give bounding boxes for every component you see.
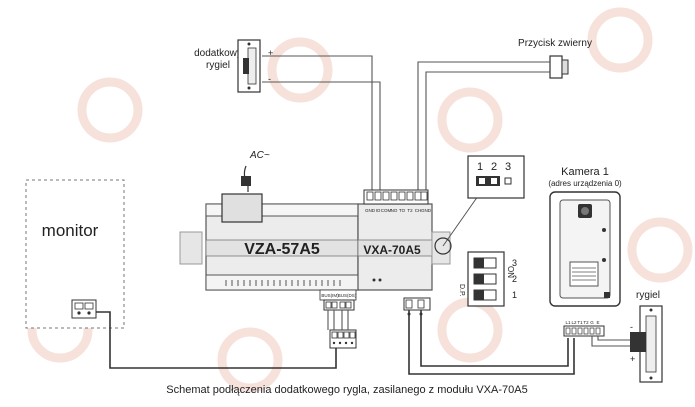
jumper-number-2: 2 — [491, 161, 497, 173]
control-module: GND IO COM NO TO T2 CH GND VXA-70A5 — [357, 189, 451, 291]
dip-dp-label: D.P. — [458, 284, 465, 297]
camera-terminal-5: G — [590, 320, 594, 325]
extra-lock-minus: - — [268, 74, 271, 84]
control-terminal-1: GND — [365, 208, 376, 213]
control-module-label: VXA-70A5 — [363, 243, 421, 257]
monitor-bus-wire — [96, 311, 337, 369]
jumper-number-3: 3 — [505, 161, 511, 173]
camera-title: Kamera 1 — [561, 166, 609, 178]
monitor-panel: monitor — [25, 179, 125, 329]
camera-subtitle: (adres urządzenia 0) — [548, 179, 622, 188]
camera-unit: Kamera 1 (adres urządzenia 0) — [548, 166, 622, 307]
psu-module-label: VZA-57A5 — [244, 241, 320, 258]
lock-label: rygiel — [636, 290, 660, 301]
lock-plus: + — [630, 354, 635, 364]
camera-terminals: L1 L2 T1 T2 G E — [563, 320, 630, 347]
dip-number-1: 1 — [512, 290, 517, 300]
control-terminal-5: TO — [399, 208, 406, 213]
jumper-zoom: 1 2 3 — [434, 155, 525, 255]
control-terminal-6: T2 — [407, 208, 413, 213]
door-button: Przycisk zwierny — [518, 38, 592, 79]
control-terminal-8: GND — [421, 208, 432, 213]
jumper-number-1: 1 — [477, 161, 483, 173]
lock: rygiel - + — [630, 290, 663, 383]
camera-terminal-1: L1 — [565, 320, 571, 325]
dip-number-3: 3 — [512, 258, 517, 268]
extra-lock-label-line1: dodatkowy — [194, 48, 242, 59]
camera-terminal-2: L2 — [571, 320, 577, 325]
control-terminal-4: NO — [391, 208, 398, 213]
control-bottom-terminals — [403, 297, 431, 316]
extra-lock-label-line2: rygiel — [206, 60, 230, 71]
extra-lock-plus: + — [268, 48, 273, 58]
control-terminal-7: CH — [415, 208, 422, 213]
door-button-label: Przycisk zwierny — [518, 38, 592, 49]
camera-terminal-4: T2 — [583, 320, 589, 325]
diagram-caption: Schemat podłączenia dodatkowego rygla, z… — [166, 384, 527, 396]
wires-top — [262, 55, 550, 190]
camera-bus-wire — [408, 310, 575, 375]
extra-lock: dodatkowy rygiel + - — [194, 39, 273, 93]
control-terminal-2: IO — [376, 208, 381, 213]
bus-terminal-block: BUS(IM) BUS(DS) — [319, 289, 357, 349]
bus-label-ds: BUS(DS) — [338, 293, 357, 298]
control-terminal-3: COM — [381, 208, 392, 213]
dip-number-2: 2 — [512, 274, 517, 284]
camera-terminal-6: E — [596, 320, 599, 325]
dip-on-label: ON — [506, 266, 515, 278]
lock-minus: - — [630, 322, 633, 332]
camera-bus-wire-2 — [420, 310, 569, 367]
bus-label-im: BUS(IM) — [321, 293, 339, 298]
dip-switch: ON 3 2 1 D.P. — [458, 251, 517, 307]
camera-terminal-3: T1 — [577, 320, 583, 325]
psu-module: AC~ VZA-57A5 — [179, 150, 359, 291]
monitor-label: monitor — [42, 221, 99, 240]
ac-label: AC~ — [249, 150, 270, 161]
